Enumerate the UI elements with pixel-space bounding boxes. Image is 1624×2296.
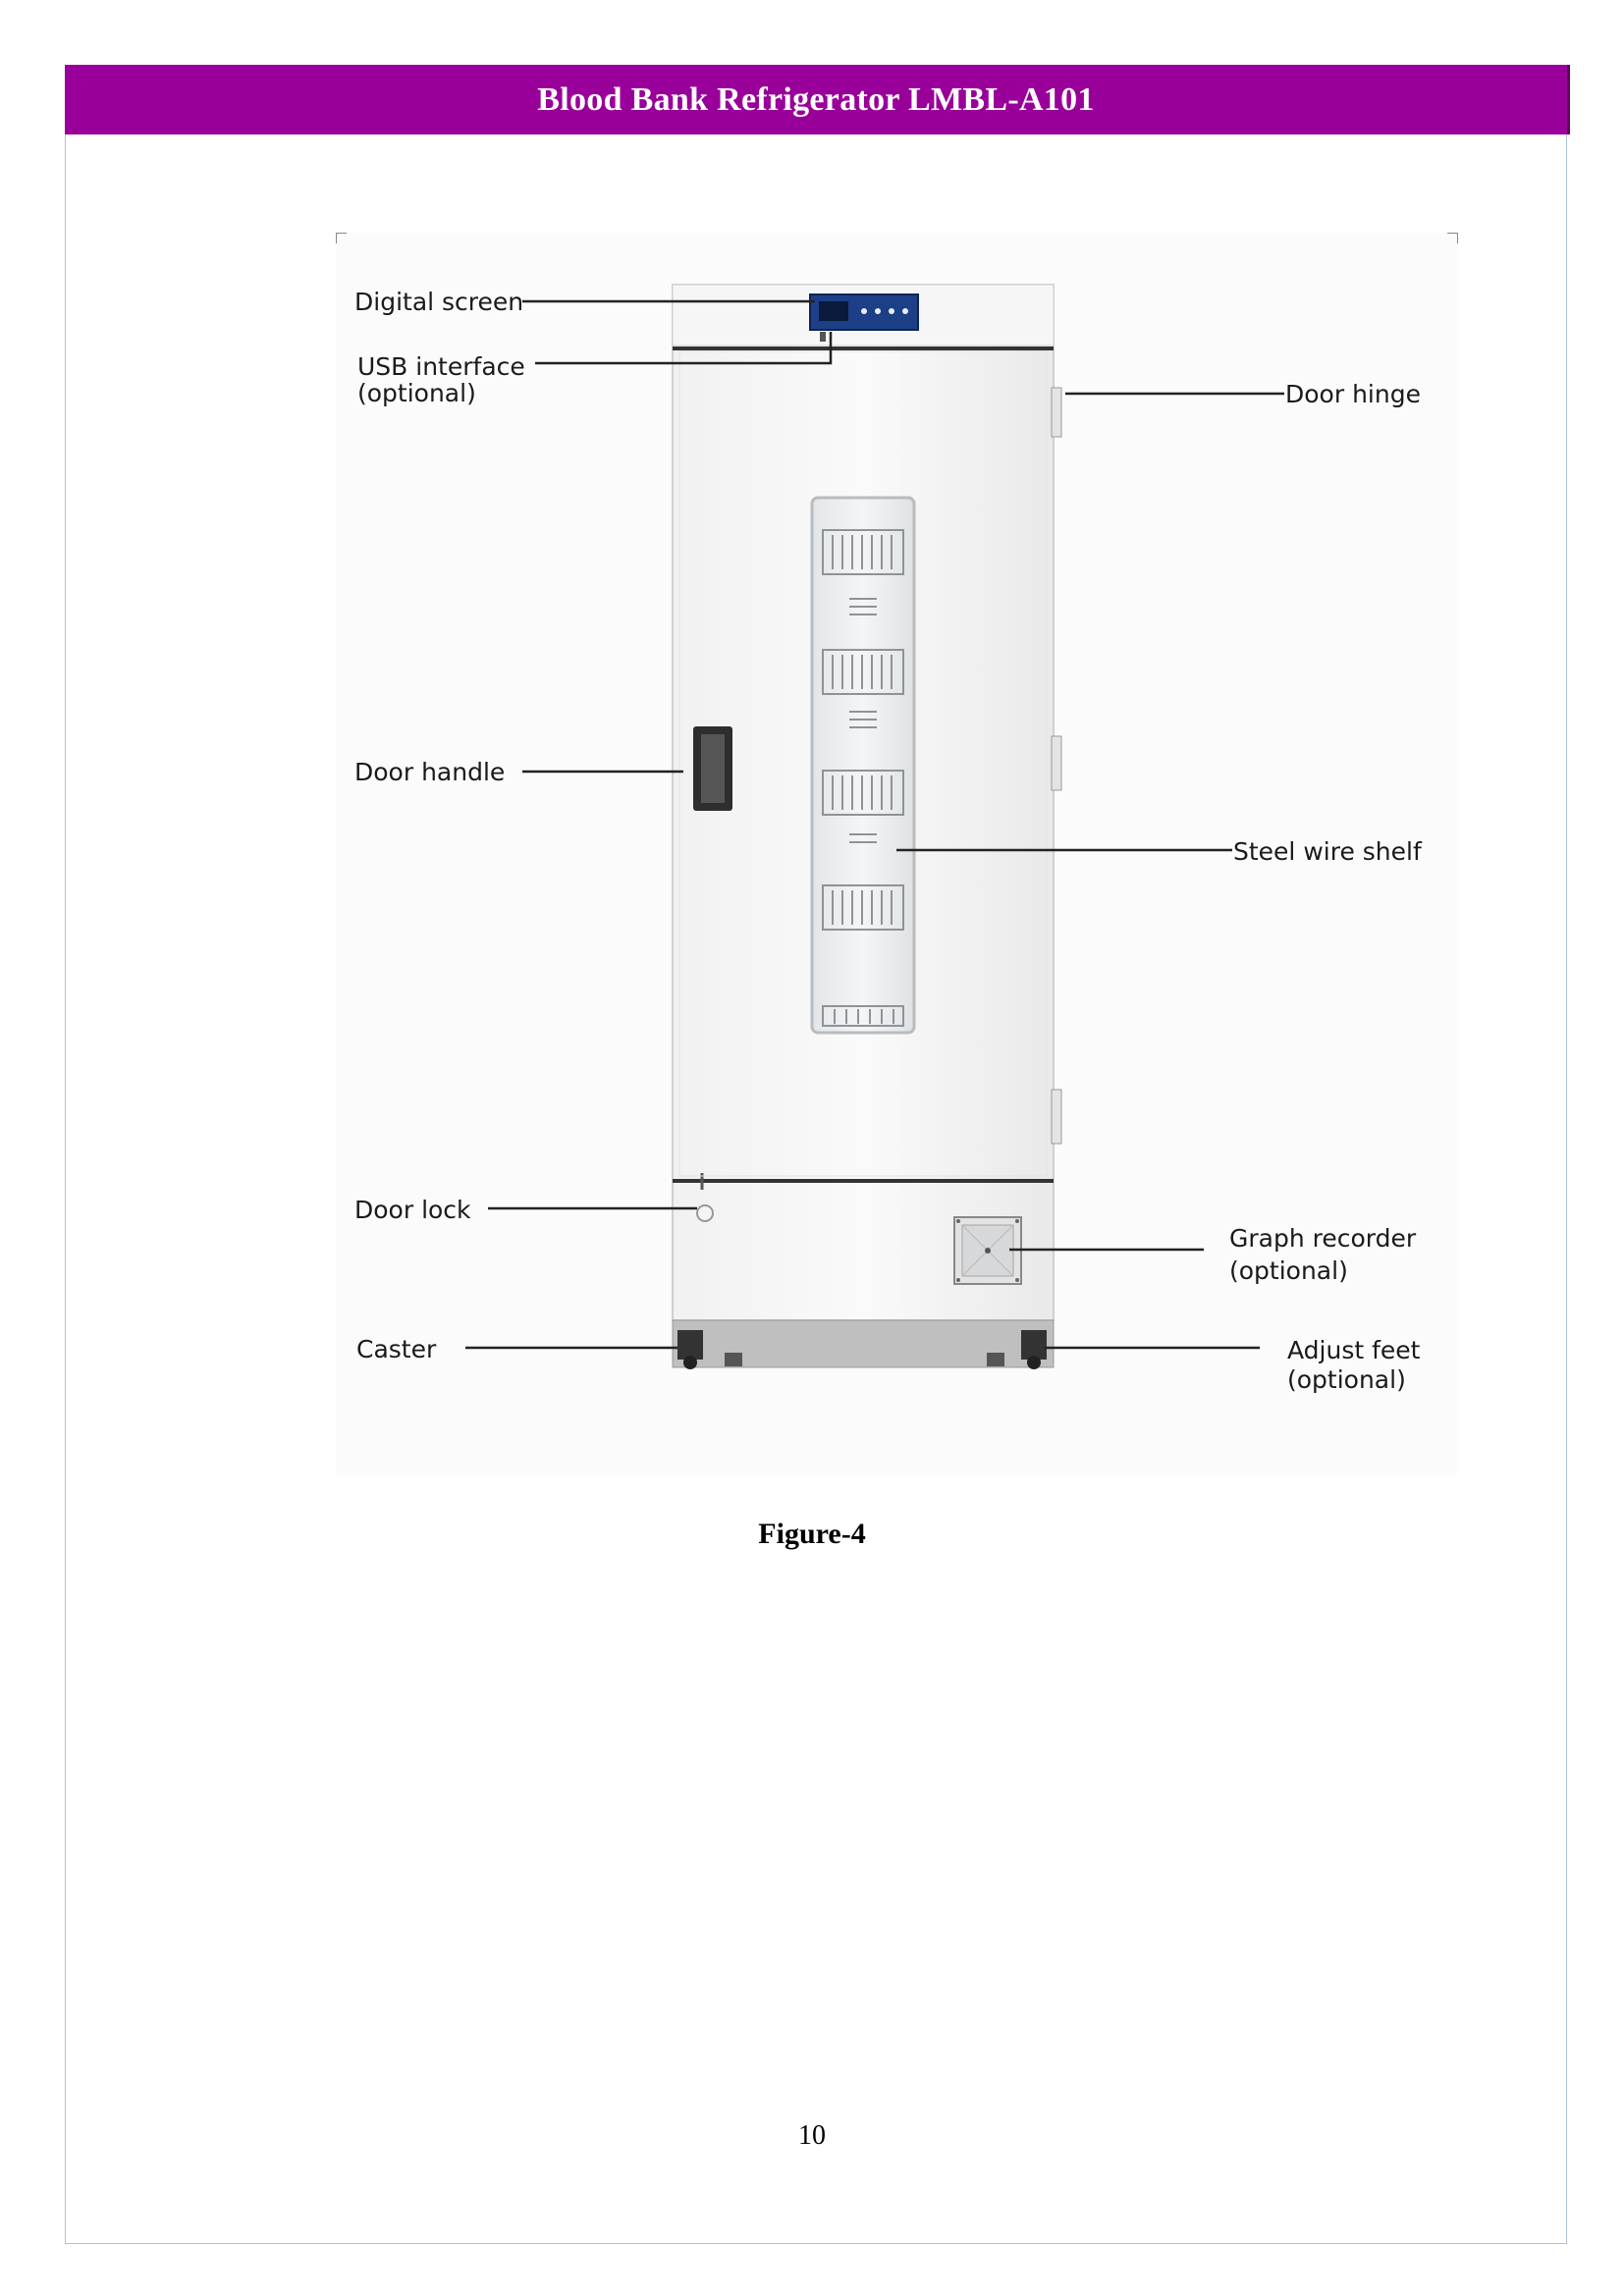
door-lock xyxy=(696,1204,714,1222)
glass-window xyxy=(810,496,916,1035)
leader-lines xyxy=(465,299,1284,1350)
label-graph-recorder-optional: (optional) xyxy=(1229,1256,1348,1285)
graph-recorder xyxy=(953,1216,1022,1285)
label-digital-screen: Digital screen xyxy=(354,288,523,316)
label-caster: Caster xyxy=(356,1335,437,1363)
image-corner-mark-right xyxy=(1447,233,1458,243)
label-adjust-feet-optional: (optional) xyxy=(1287,1365,1406,1394)
label-door-handle: Door handle xyxy=(354,758,505,786)
label-usb-interface-optional: (optional) xyxy=(357,379,476,407)
label-graph-recorder: Graph recorder xyxy=(1229,1224,1417,1253)
digital-screen-panel xyxy=(809,294,919,342)
label-steel-wire-shelf: Steel wire shelf xyxy=(1233,837,1423,866)
label-door-lock: Door lock xyxy=(354,1196,471,1224)
label-door-hinge: Door hinge xyxy=(1285,380,1421,408)
label-adjust-feet: Adjust feet xyxy=(1287,1336,1421,1364)
figure-caption: Figure-4 xyxy=(758,1518,866,1550)
door-handle xyxy=(693,726,732,811)
label-usb-interface: USB interface xyxy=(357,352,525,381)
document-header-title: Blood Bank Refrigerator LMBL-A101 xyxy=(65,65,1570,134)
page-number: 10 xyxy=(798,2120,826,2151)
image-corner-mark-left xyxy=(336,233,347,243)
base-and-casters xyxy=(672,1319,1055,1369)
door-hinges xyxy=(1051,387,1062,1145)
